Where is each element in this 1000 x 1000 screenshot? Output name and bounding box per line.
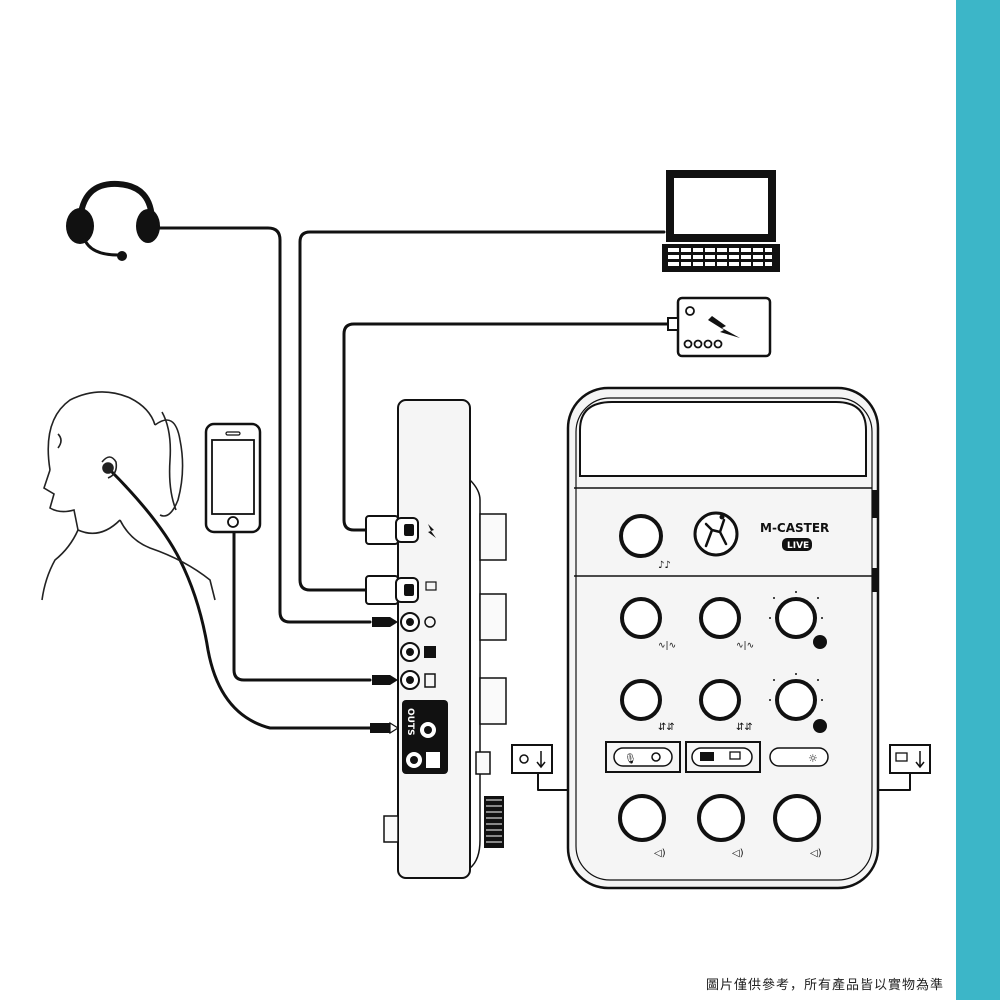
live-badge: LIVE bbox=[787, 541, 809, 551]
channel-1-knob[interactable] bbox=[622, 599, 660, 637]
waveform-glyph-1: ∿|∿ bbox=[658, 641, 676, 651]
speaker-icon-2: ◁) bbox=[732, 848, 744, 859]
speaker-icon-3: ◁) bbox=[810, 848, 822, 859]
device-side-view: OUTS bbox=[366, 400, 506, 878]
volume-knob-3[interactable] bbox=[775, 796, 819, 840]
headphone-out-callout bbox=[512, 745, 552, 773]
mic-icon: 🎙 bbox=[624, 753, 637, 765]
phone-cable bbox=[234, 530, 370, 680]
headset-icon bbox=[66, 184, 160, 261]
outs-panel: OUTS bbox=[402, 700, 448, 774]
keyboard-icon bbox=[700, 752, 714, 761]
phone-jack[interactable] bbox=[372, 671, 435, 689]
mic-gain-knob[interactable] bbox=[621, 516, 661, 556]
outs-jack[interactable] bbox=[370, 723, 398, 733]
channel-2-knob[interactable] bbox=[701, 599, 739, 637]
fader-glyph-2: ⇵⇵ bbox=[736, 722, 753, 733]
grille bbox=[580, 402, 866, 476]
waveform-glyph-2: ∿|∿ bbox=[736, 641, 754, 651]
volume-knob-1[interactable] bbox=[620, 796, 664, 840]
person-with-earbuds-illustration bbox=[42, 392, 215, 600]
fader-glyph-1: ⇵⇵ bbox=[658, 722, 675, 733]
channel-2-eq-knob[interactable] bbox=[701, 681, 739, 719]
computer-out-callout bbox=[890, 745, 930, 773]
disclaimer-caption: 圖片僅供參考，所有產品皆以實物為準 bbox=[706, 974, 944, 993]
volume-wheel bbox=[484, 796, 504, 848]
speaker-icon-1: ◁) bbox=[654, 848, 666, 859]
outs-label: OUTS bbox=[405, 708, 415, 736]
mackie-logo bbox=[695, 513, 737, 555]
keyboard-small-icon bbox=[424, 646, 436, 658]
smartphone-icon bbox=[206, 424, 260, 532]
device-front-view: M-CASTER LIVE ♪♪ ∿|∿ ∿|∿ ⇵⇵ ⇵ bbox=[512, 388, 930, 888]
laptop-icon bbox=[662, 170, 780, 272]
channel-1-eq-knob[interactable] bbox=[622, 681, 660, 719]
brand-wordmark: M-CASTER bbox=[760, 521, 829, 535]
volume-knob-2[interactable] bbox=[699, 796, 743, 840]
power-bank-icon bbox=[668, 298, 770, 356]
headphone-glyph: ♪♪ bbox=[658, 560, 671, 571]
brightness-button[interactable]: ☼ bbox=[770, 748, 828, 766]
brightness-icon: ☼ bbox=[808, 752, 818, 765]
voice-effect-badge-icon bbox=[813, 635, 827, 649]
reverb-badge-icon bbox=[813, 719, 827, 733]
